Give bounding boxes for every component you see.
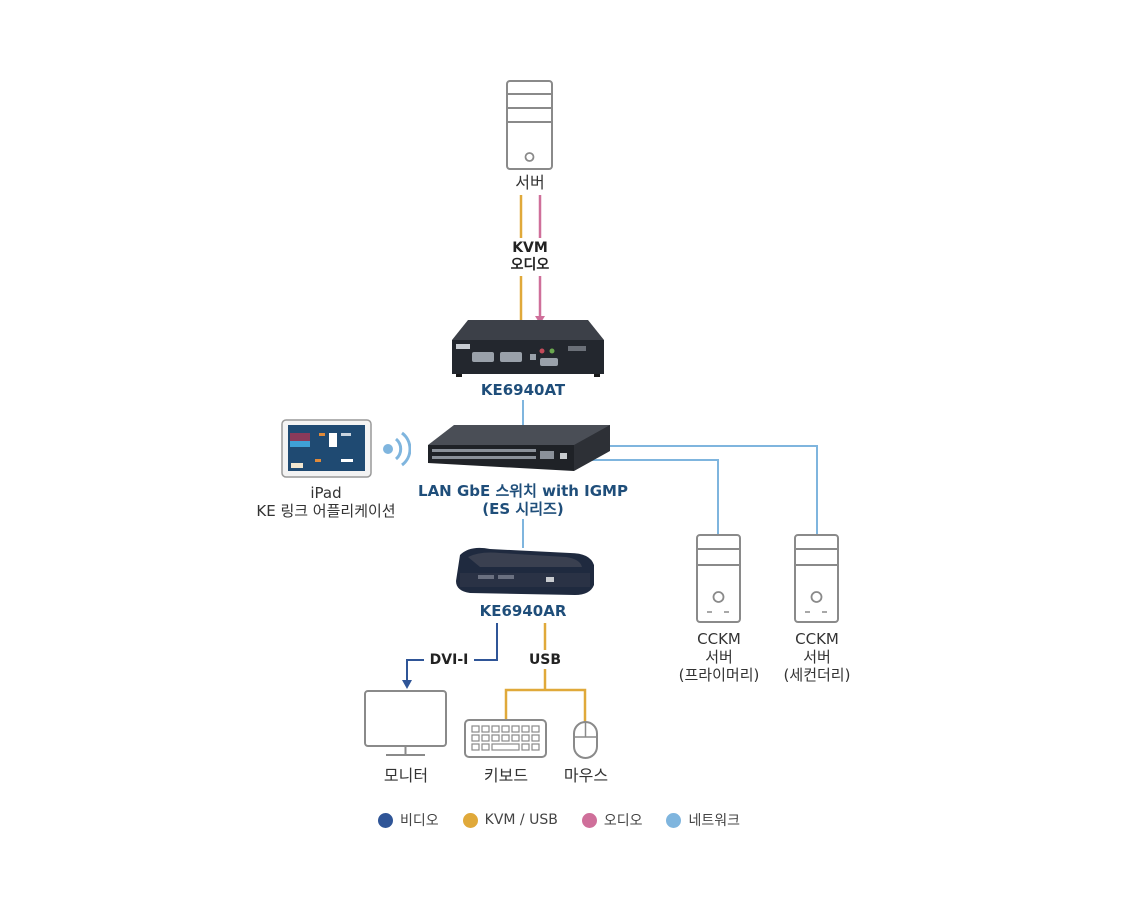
- legend-dot-audio: [581, 812, 597, 828]
- wireless-signal-icon: [383, 431, 411, 467]
- ke6940at-device-icon: [452, 320, 604, 377]
- cckm-primary-server-label: 서버: [705, 648, 733, 666]
- ipad-icon[interactable]: [281, 419, 373, 479]
- wire-net-switch-cckm-primary: [590, 459, 719, 534]
- legend-dot-network: [666, 812, 682, 828]
- legend-item-network: 네트워크: [666, 810, 740, 830]
- wire-video-rx-monitor-left: [406, 659, 425, 682]
- legend-label-audio: 오디오: [603, 813, 643, 829]
- legend-dot-video: [378, 812, 393, 828]
- cckm-secondary-server-label: 서버: [803, 648, 831, 666]
- server-icon: [506, 80, 553, 170]
- cckm-secondary-server-icon: [794, 534, 839, 623]
- legend: 비디오 KVM / USB 오디오 네트워크: [378, 810, 764, 830]
- cckm-secondary-label: CCKM: [795, 630, 839, 648]
- mouse-label: 마우스: [563, 766, 609, 785]
- connection-label-dvi-i: DVI-I: [424, 652, 474, 669]
- ke6940ar-device-icon: [456, 547, 594, 595]
- switch-series-label: (ES 시리즈): [482, 500, 564, 518]
- ke-link-app-label: KE 링크 어플리케이션: [256, 502, 396, 520]
- wire-usb-split: [504, 688, 587, 722]
- legend-dot-kvm-usb: [462, 812, 478, 828]
- mouse-icon: [573, 721, 598, 759]
- ke6940at-label: KE6940AT: [480, 381, 566, 399]
- connection-label-audio: 오디오: [500, 257, 560, 274]
- monitor-icon: [364, 690, 447, 756]
- lan-switch-icon: [428, 425, 610, 471]
- legend-label-kvm-usb: KVM / USB: [484, 812, 558, 828]
- legend-label-video: 비디오: [400, 813, 439, 829]
- arrow-video: [402, 680, 412, 689]
- ipad-label: iPad: [310, 484, 342, 502]
- keyboard-label: 키보드: [483, 766, 529, 785]
- ke6940ar-label: KE6940AR: [479, 602, 567, 620]
- legend-label-network: 네트워크: [688, 813, 741, 829]
- cckm-secondary-role-label: (세컨더리): [783, 666, 851, 684]
- wire-net-switch-cckm-secondary: [610, 445, 818, 534]
- connection-label-kvm: KVM: [500, 240, 560, 257]
- server-label: 서버: [515, 173, 545, 192]
- keyboard-icon: [464, 719, 547, 758]
- legend-item-video: 비디오: [378, 810, 439, 830]
- switch-label: LAN GbE 스위치 with IGMP: [418, 482, 628, 500]
- connection-label-usb: USB: [525, 652, 565, 669]
- wire-video-rx-monitor: [474, 623, 498, 661]
- legend-item-kvm-usb: KVM / USB: [462, 812, 558, 828]
- cckm-primary-server-icon: [696, 534, 741, 623]
- legend-item-audio: 오디오: [581, 810, 643, 830]
- cckm-primary-label: CCKM: [697, 630, 741, 648]
- cckm-primary-role-label: (프라이머리): [678, 666, 760, 684]
- monitor-label: 모니터: [383, 766, 429, 785]
